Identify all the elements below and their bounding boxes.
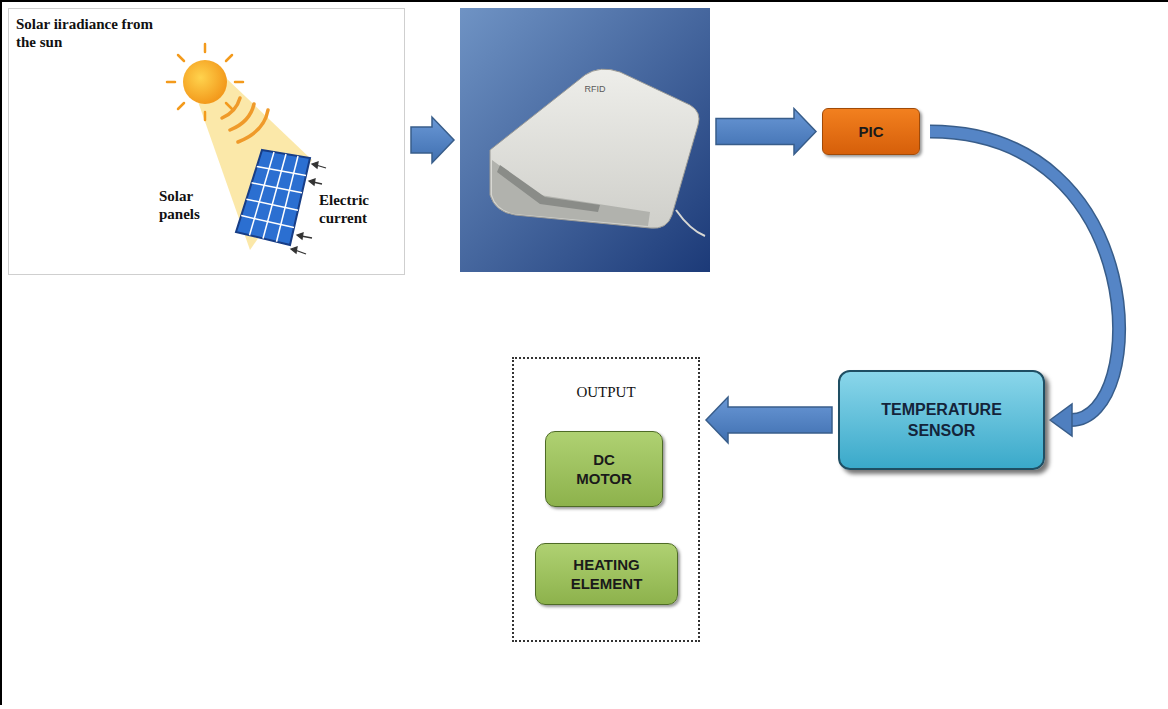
node-label: HEATING ELEMENT [559,555,655,593]
flow-arrow [706,397,832,443]
flow-arrow [411,117,454,163]
node-label: Electric current [319,191,399,227]
output-box: HEATING ELEMENT [535,543,678,605]
solar-panel-box: Solar iiradiance from the sunSolar panel… [8,8,405,275]
output-box: DC MOTOR [545,431,663,507]
rfid-reader-photo [460,8,710,272]
output-group: OUTPUT DC MOTOR HEATING ELEMENT [512,357,700,642]
rfid-reader: RFID [460,8,710,272]
frame-line [0,0,2,705]
frame-line [0,0,1168,2]
node-label: PIC [831,123,911,141]
flow-arrow [716,109,816,155]
node-label: RFID [575,84,615,94]
node-label: Solar panels [159,187,223,223]
node-label: DC MOTOR [571,450,637,488]
node-label: OUTPUT [514,383,698,401]
solar-illustration [167,44,326,254]
node-label: TEMPERATURE SENSOR [867,399,1017,441]
process-box: PIC [822,108,920,155]
node-label: Solar iiradiance from the sun [16,15,156,51]
sensor-box: TEMPERATURE SENSOR [838,370,1045,470]
